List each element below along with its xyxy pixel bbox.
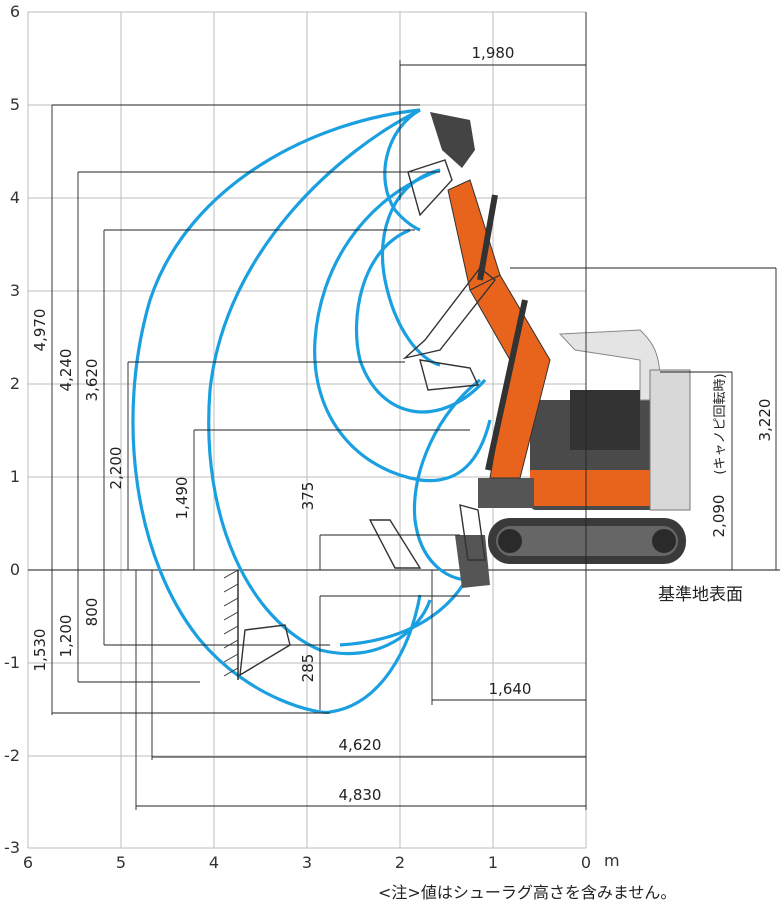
dim-dig-depth-1200: 1,200 xyxy=(57,615,75,658)
envelope-low xyxy=(412,378,481,582)
y-tick-5: 5 xyxy=(10,95,20,114)
dim-canopy-height: 2,090 xyxy=(710,495,728,538)
note-text: <注>値はシューラグ高さを含みません。 xyxy=(378,883,676,902)
dim-max-dump-height: 4,240 xyxy=(57,349,75,392)
working-envelopes xyxy=(131,108,492,714)
ground-reference-label: 基準地表面 xyxy=(658,585,743,605)
x-tick-2: 2 xyxy=(395,853,405,872)
dim-reach-4620: 4,620 xyxy=(339,736,382,754)
envelope-inner-5 xyxy=(354,228,487,414)
envelope-max-reach xyxy=(131,108,422,714)
y-tick-2: 2 xyxy=(10,374,20,393)
y-tick-m3: -3 xyxy=(4,838,20,857)
envelope-inner-1 xyxy=(207,108,432,656)
y-tick-3: 3 xyxy=(10,281,20,300)
dim-height-1490: 1,490 xyxy=(173,477,191,520)
x-tick-4: 4 xyxy=(209,853,219,872)
x-tick-1: 1 xyxy=(488,853,498,872)
dim-swing-radius: 1,640 xyxy=(489,680,532,698)
dim-dig-depth-1530: 1,530 xyxy=(31,629,49,672)
dim-dig-depth-800: 800 xyxy=(83,598,101,627)
dim-height-2200: 2,200 xyxy=(107,447,125,490)
envelope-inner-3 xyxy=(383,108,421,232)
dimension-labels: 1,980 4,970 4,240 3,620 2,200 1,490 375 … xyxy=(31,44,774,804)
dozer-blade xyxy=(455,535,490,588)
dim-height-3620: 3,620 xyxy=(83,359,101,402)
y-tick-1: 1 xyxy=(10,467,20,486)
dim-overall-height: 3,220 xyxy=(756,399,774,442)
x-tick-5: 5 xyxy=(116,853,126,872)
x-tick-3: 3 xyxy=(302,853,312,872)
envelope-inner-4 xyxy=(380,168,441,367)
y-tick-m1: -1 xyxy=(4,653,20,672)
dim-blade-depth: 285 xyxy=(299,654,317,683)
excavator-illustration xyxy=(239,112,691,677)
x-tick-6: 6 xyxy=(23,853,33,872)
trench-wall xyxy=(223,569,239,680)
dim-reach-4830: 4,830 xyxy=(339,786,382,804)
arm xyxy=(447,179,501,291)
canopy xyxy=(558,329,661,401)
dim-top-width: 1,980 xyxy=(472,44,515,62)
dim-max-dig-height: 4,970 xyxy=(31,309,49,352)
bucket-top xyxy=(430,112,475,168)
y-tick-m2: -2 xyxy=(4,746,20,765)
y-tick-6: 6 xyxy=(10,2,20,21)
envelope-inner-2 xyxy=(313,168,492,483)
dimension-lines xyxy=(51,12,777,810)
y-axis-ticks: 6 5 4 3 2 1 0 -1 -2 -3 xyxy=(4,2,20,857)
y-tick-0: 0 xyxy=(10,560,20,579)
dim-blade-lift: 375 xyxy=(299,482,317,511)
dim-canopy-note: (キャノピ回転時) xyxy=(713,373,728,474)
x-axis-ticks: 6 5 4 3 2 1 0 m xyxy=(23,851,620,872)
y-tick-4: 4 xyxy=(10,188,20,207)
x-tick-0: 0 xyxy=(581,853,591,872)
x-unit: m xyxy=(604,851,620,870)
